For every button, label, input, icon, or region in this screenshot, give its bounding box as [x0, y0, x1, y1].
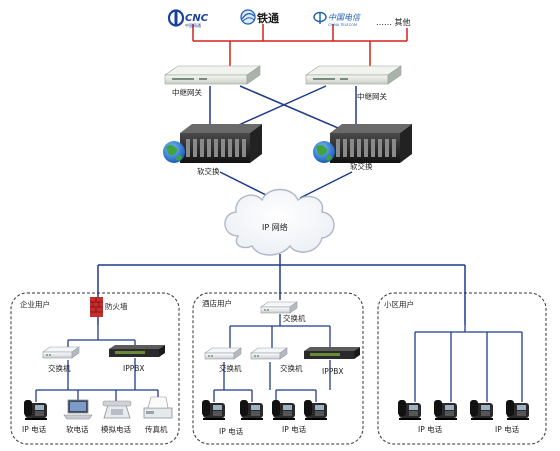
- ip-network-label: IP 网络: [262, 222, 288, 232]
- softswitch-right-label: 软交换: [350, 161, 373, 171]
- enterprise-device-label-1: IP 电话: [22, 424, 47, 434]
- enterprise-switch: [42, 346, 80, 359]
- hotel-ippbx: [304, 347, 360, 359]
- hotel-ip-phone: [240, 400, 263, 420]
- hotel-switch-left: [204, 347, 242, 360]
- hotel-ip-phone: [272, 400, 295, 420]
- carrier-others-label: …… 其他: [376, 17, 411, 27]
- ip-network-cloud: [224, 188, 335, 256]
- carrier-bus: [192, 24, 408, 66]
- community-ip-phone: [434, 400, 457, 420]
- carrier-cnc-sublabel: 中国网通: [185, 22, 201, 28]
- enterprise-device-label-2: 软电话: [66, 424, 89, 434]
- community-links: [414, 325, 523, 402]
- enterprise-ip-phone: [24, 400, 47, 420]
- analog-phone-icon: [102, 400, 132, 419]
- hotel-switch-top: [260, 301, 298, 314]
- carrier-telecom-label: 中国电信: [328, 13, 361, 22]
- trunk-gateway-left-label: 中继网关: [172, 87, 202, 97]
- fax-machine-icon: [143, 396, 173, 419]
- trunk-gateway-left: [164, 65, 261, 85]
- enterprise-ippbx: [109, 345, 165, 357]
- trunk-gateway-right: [305, 65, 402, 85]
- carrier-cnc-logo: CNC 中国网通: [167, 9, 209, 28]
- trunk-gateway-right-label: 中继网关: [357, 91, 387, 101]
- hotel-ip-phone: [304, 400, 327, 420]
- community-ip-phone: [470, 400, 493, 420]
- zone-community-title: 小区用户: [384, 299, 414, 309]
- zone-enterprise-title: 企业用户: [20, 299, 50, 309]
- distribution-bus: [97, 254, 466, 325]
- carrier-telecom-sublabel: CHINA TELECOM: [328, 23, 357, 27]
- enterprise-ippbx-label: IPPBX: [123, 364, 145, 373]
- community-phones-right-label: IP 电话: [495, 424, 520, 434]
- hotel-switch-mid: [250, 347, 288, 360]
- enterprise-device-label-4: 传真机: [145, 424, 168, 434]
- globe-icon: [313, 141, 335, 163]
- enterprise-firewall-label: 防火墙: [105, 301, 128, 311]
- enterprise-links: [35, 325, 159, 402]
- hotel-ip-phone: [202, 400, 225, 420]
- zone-community: [377, 292, 547, 445]
- community-ip-phone: [506, 400, 529, 420]
- hotel-phones-left-label: IP 电话: [219, 426, 244, 436]
- softswitch-right: [330, 124, 412, 163]
- hotel-switch-top-label: 交换机: [283, 313, 306, 323]
- zone-hotel-title: 酒店用户: [202, 298, 232, 308]
- carrier-railcom-label: 铁通: [257, 11, 279, 25]
- carrier-cnc-label: CNC: [185, 13, 209, 24]
- hotel-ippbx-label: IPPBX: [322, 367, 344, 376]
- softswitch-left-label: 软交换: [197, 166, 220, 176]
- zone-hotel: [192, 292, 364, 445]
- firewall-icon: [90, 297, 103, 317]
- hotel-links: [213, 314, 331, 402]
- enterprise-device-label-3: 模拟电话: [101, 424, 131, 434]
- softswitch-left: [180, 124, 262, 163]
- softphone-laptop-icon: [63, 399, 93, 420]
- globe-icon: [163, 141, 185, 163]
- hotel-switch-mid-label: 交换机: [280, 363, 303, 373]
- carrier-railcom-logo: 铁通: [240, 9, 279, 25]
- enterprise-switch-label: 交换机: [48, 363, 71, 373]
- community-ip-phone: [398, 400, 421, 420]
- carrier-telecom-logo: 中国电信 CHINA TELECOM: [313, 11, 361, 27]
- backbone-links: [209, 85, 357, 199]
- zone-enterprise: [10, 292, 180, 445]
- hotel-phones-right-label: IP 电话: [282, 424, 307, 434]
- community-phones-left-label: IP 电话: [418, 424, 443, 434]
- hotel-switch-left-label: 交换机: [219, 363, 242, 373]
